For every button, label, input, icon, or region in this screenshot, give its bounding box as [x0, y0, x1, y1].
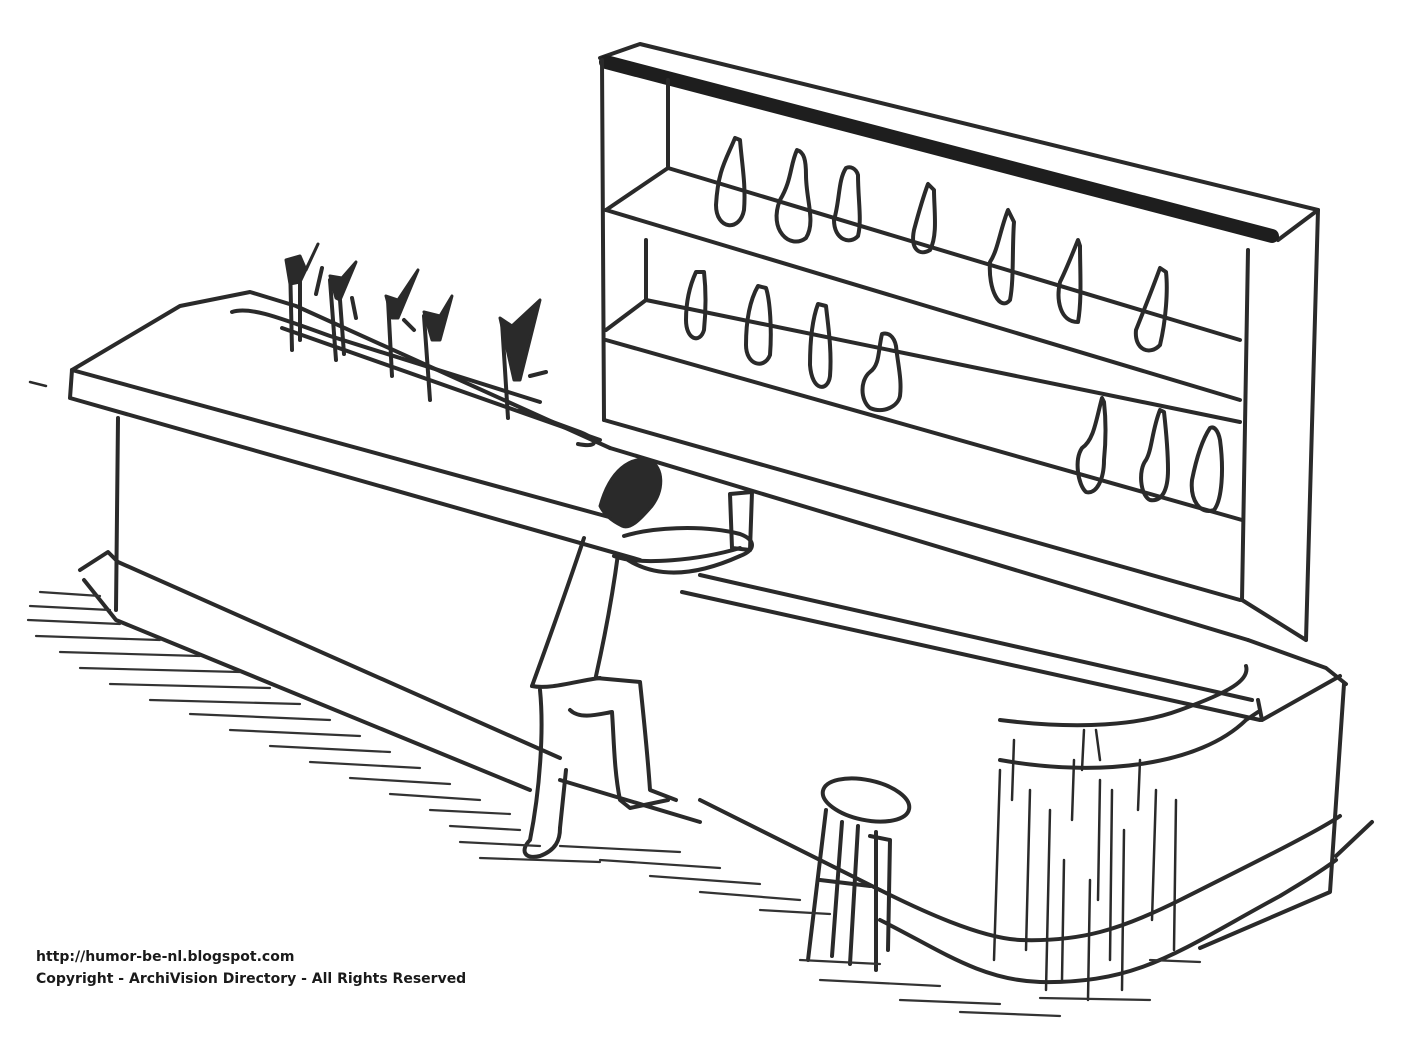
- stray-mark: [28, 380, 48, 388]
- floor-hatching: [26, 590, 1202, 1018]
- person: [522, 457, 754, 859]
- caption-url: http://humor-be-nl.blogspot.com: [36, 949, 295, 965]
- bottles-top-shelf: [714, 136, 1169, 353]
- bar-counter: [68, 290, 1374, 1002]
- image-caption: http://humor-be-nl.blogspot.com Copyrigh…: [36, 946, 466, 990]
- bar-stool: [806, 776, 912, 972]
- beer-taps: [230, 242, 602, 447]
- bottles-lower-shelf: [1075, 396, 1224, 513]
- bottles-middle-shelf: [684, 270, 903, 413]
- back-shelf-unit: [598, 42, 1320, 642]
- caption-copyright: Copyright - ArchiVision Directory - All …: [36, 971, 467, 987]
